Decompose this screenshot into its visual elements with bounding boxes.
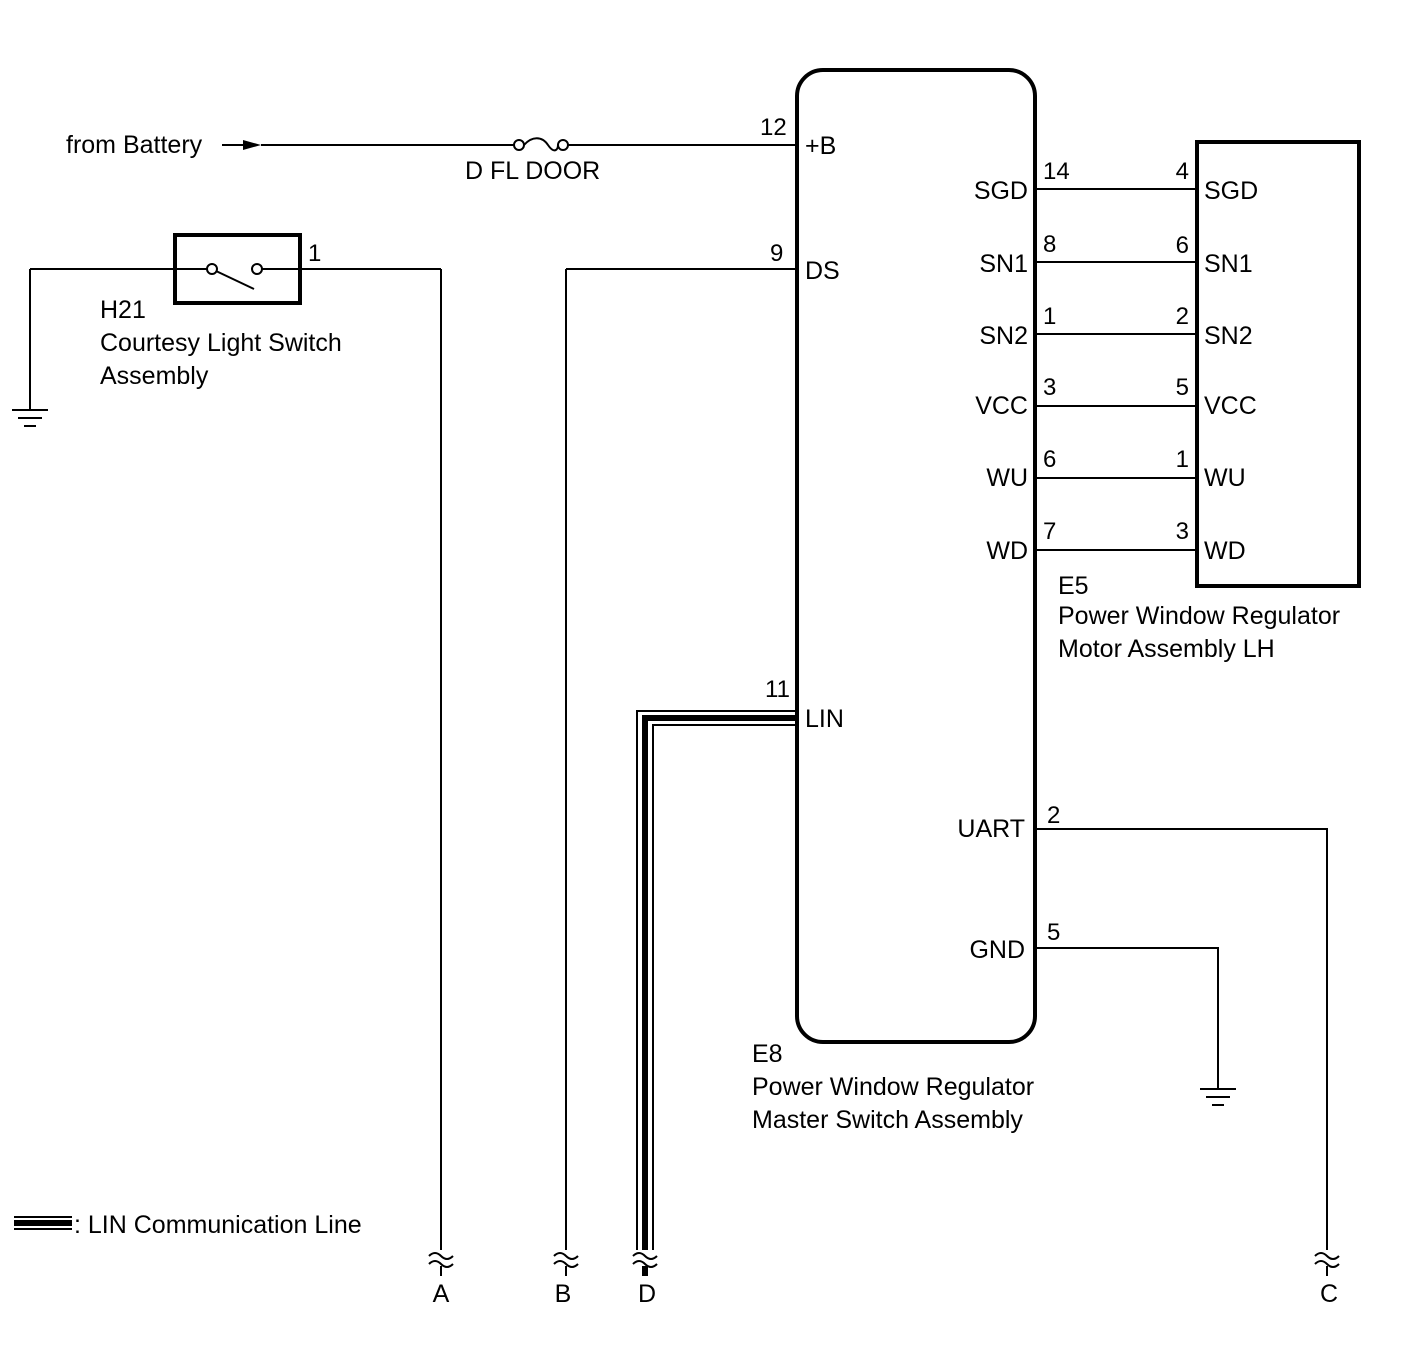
wire-break-icon	[553, 1252, 579, 1276]
motor-pin-2: 2	[1176, 303, 1189, 330]
pin-label-uart: UART	[957, 815, 1025, 843]
pin-3: 3	[1043, 374, 1056, 401]
courtesy-switch-name-2: Assembly	[100, 362, 209, 390]
pin-9: 9	[770, 240, 783, 267]
pin-5: 5	[1047, 919, 1060, 946]
motor-pin-label-wu: WU	[1204, 464, 1246, 492]
motor-pin-label-sn1: SN1	[1204, 250, 1253, 278]
pin-label-wu: WU	[986, 464, 1028, 492]
terminal-a: A	[433, 1280, 450, 1308]
wire-break-icon	[632, 1252, 658, 1276]
pin-6: 6	[1043, 446, 1056, 473]
motor-pin-5: 5	[1176, 374, 1189, 401]
motor-name-1: Power Window Regulator	[1058, 602, 1340, 630]
motor-pin-label-sn2: SN2	[1204, 322, 1253, 350]
pin-7: 7	[1043, 518, 1056, 545]
motor-box	[1195, 140, 1361, 588]
legend-lin-swatch-icon	[14, 1216, 72, 1230]
pin-label-ds: DS	[805, 257, 840, 285]
uart-wire	[1035, 828, 1328, 1250]
master-switch-name-2: Master Switch Assembly	[752, 1106, 1023, 1134]
pin-12: 12	[760, 114, 787, 141]
terminal-c: C	[1320, 1280, 1338, 1308]
pin-label-plus-b: +B	[805, 132, 836, 160]
pin-label-sn2: SN2	[979, 322, 1028, 350]
pin-label-sgd: SGD	[974, 177, 1028, 205]
battery-label: from Battery	[66, 131, 203, 159]
master-switch-box	[795, 68, 1037, 1044]
pin-label-lin: LIN	[805, 705, 844, 733]
pin-label-sn1: SN1	[979, 250, 1028, 278]
pin-14: 14	[1043, 158, 1070, 185]
lin-communication-line	[636, 710, 797, 1250]
switch-pin: 1	[308, 240, 321, 267]
wire-break-icon	[428, 1252, 454, 1276]
pin-8: 8	[1043, 231, 1056, 258]
terminal-d: D	[638, 1280, 656, 1308]
gnd-wire	[1035, 947, 1219, 1089]
pin-label-vcc: VCC	[975, 392, 1028, 420]
motor-code: E5	[1058, 572, 1089, 600]
pin-1: 1	[1043, 303, 1056, 330]
motor-pin-3: 3	[1176, 518, 1189, 545]
wire-break-icon	[1314, 1252, 1340, 1276]
motor-pin-1: 1	[1176, 446, 1189, 473]
ground-icon	[12, 409, 48, 427]
fuse-label: D FL DOOR	[465, 157, 600, 185]
battery-arrow-icon	[243, 140, 261, 150]
fuse-icon	[513, 137, 569, 152]
pin-2: 2	[1047, 802, 1060, 829]
master-switch-name-1: Power Window Regulator	[752, 1073, 1034, 1101]
motor-pin-label-vcc: VCC	[1204, 392, 1257, 420]
courtesy-switch-code: H21	[100, 296, 146, 324]
motor-pin-label-wd: WD	[1204, 537, 1246, 565]
pin-label-wd: WD	[986, 537, 1028, 565]
switch-contact-icon	[30, 263, 300, 290]
legend-text: : LIN Communication Line	[74, 1211, 362, 1239]
motor-pin-6: 6	[1176, 232, 1189, 259]
terminal-b: B	[555, 1280, 572, 1308]
pin-11: 11	[765, 676, 790, 703]
pin-label-gnd: GND	[969, 936, 1025, 964]
courtesy-switch-name-1: Courtesy Light Switch	[100, 329, 342, 357]
master-switch-code: E8	[752, 1040, 783, 1068]
motor-pin-4: 4	[1176, 158, 1189, 185]
ground-icon	[1200, 1088, 1236, 1106]
motor-pin-label-sgd: SGD	[1204, 177, 1258, 205]
motor-name-2: Motor Assembly LH	[1058, 635, 1275, 663]
